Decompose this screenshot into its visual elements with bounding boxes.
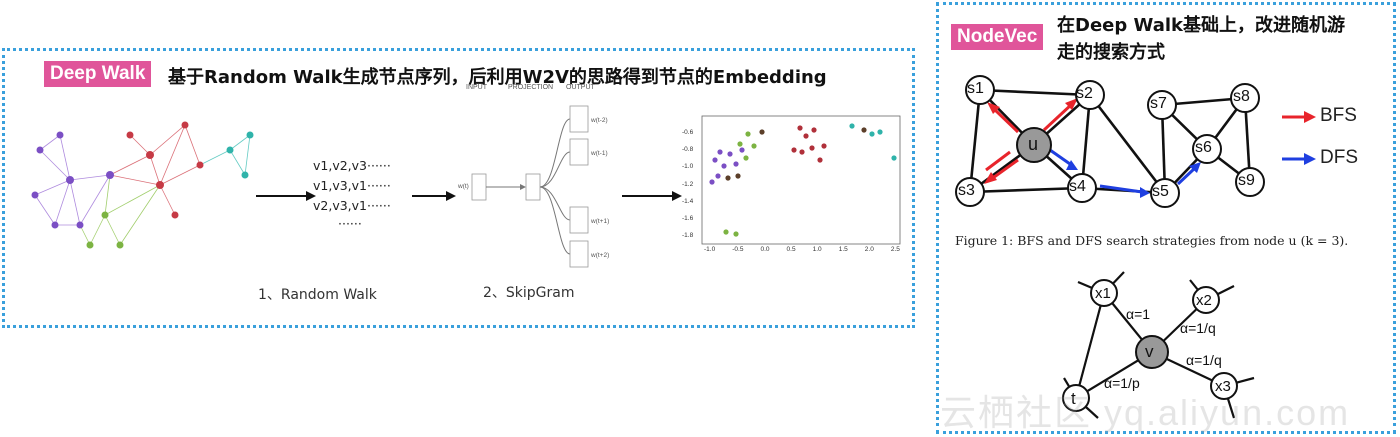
- bfs-legend-arrow-icon: [1282, 111, 1316, 123]
- node-label-s2: s2: [1076, 85, 1093, 102]
- x-tick-label: 0.0: [760, 246, 770, 253]
- bfs-legend-label: BFS: [1320, 105, 1357, 126]
- x-tick-label: 2.0: [864, 246, 874, 253]
- y-tick-label: -1.4: [682, 197, 694, 205]
- step-skipgram-label: 2、SkipGram: [483, 285, 575, 301]
- skipgram-output-node: w(t-2): [591, 117, 608, 124]
- figure-caption: Figure 1: BFS and DFS search strategies …: [955, 233, 1349, 248]
- y-tick-label: -1.2: [682, 180, 694, 188]
- node-label-s4: s4: [1069, 178, 1086, 195]
- alpha-label: α=1: [1126, 306, 1151, 322]
- dfs-legend-label: DFS: [1320, 147, 1358, 168]
- biased-walk-diagram: [1062, 271, 1255, 419]
- nodevec-panel: [936, 2, 1396, 434]
- x-tick-label: -1.0: [704, 246, 716, 253]
- scatter-y-tick-labels: -0.6 -0.8 -1.0 -1.2 -1.4 -1.6 -1.8: [682, 124, 693, 244]
- deepwalk-badge: Deep Walk: [44, 61, 152, 87]
- node-label-s9: s9: [1238, 172, 1255, 189]
- skipgram-input-node: w(t): [458, 183, 469, 190]
- network-graph-illustration: [31, 121, 254, 249]
- y-tick-label: -0.6: [682, 129, 694, 136]
- node-label-x1: x1: [1095, 285, 1111, 302]
- deepwalk-panel: [2, 48, 915, 328]
- walk-sequence: ······: [338, 216, 362, 231]
- step-random-walk-label: 1、Random Walk: [258, 287, 377, 303]
- x-tick-label: 1.5: [838, 246, 848, 253]
- nodevec-headline-line2: 走的搜索方式: [1057, 42, 1165, 63]
- x-tick-label: 0.5: [786, 246, 796, 253]
- alpha-label: α=1/q: [1186, 352, 1222, 368]
- skipgram-input-label: INPUT: [466, 84, 487, 91]
- node-label-x3: x3: [1215, 378, 1231, 395]
- walk-sequence: v1,v3,v1······: [313, 178, 391, 193]
- node-label-t: t: [1071, 389, 1076, 408]
- arrow-right-icon: [256, 191, 316, 201]
- bfs-dfs-graph: [955, 75, 1265, 208]
- skipgram-diagram: [471, 105, 589, 268]
- skipgram-output-node: w(t-1): [591, 150, 608, 157]
- x-tick-label: 2.5: [890, 246, 900, 253]
- skipgram-output-label: OUTPUT: [566, 84, 595, 91]
- alpha-label: α=1/p: [1104, 375, 1140, 391]
- x-tick-label: 1.0: [812, 246, 822, 253]
- nodevec-badge: NodeVec: [951, 24, 1044, 50]
- skipgram-projection-label: PROJECTION: [508, 84, 554, 91]
- node-label-s3: s3: [958, 182, 975, 199]
- skipgram-output-node: w(t+2): [591, 252, 610, 259]
- y-tick-label: -0.8: [682, 146, 694, 154]
- node-label-s7: s7: [1150, 95, 1167, 112]
- scatter-x-tick-labels: -1.0 -0.5 0.0 0.5 1.0 1.5 2.0 2.5: [704, 246, 900, 253]
- deepwalk-headline: 基于Random Walk生成节点序列，后利用W2V的思路得到节点的Embedd…: [168, 67, 827, 88]
- y-tick-label: -1.8: [682, 232, 694, 240]
- nodevec-headline-line1: 在Deep Walk基础上，改进随机游: [1057, 15, 1346, 36]
- y-tick-label: -1.6: [682, 215, 694, 223]
- x-tick-label: -0.5: [732, 246, 744, 253]
- walk-sequence: v1,v2,v3······: [313, 158, 391, 173]
- y-tick-label: -1.0: [682, 163, 694, 171]
- embedding-scatter-plot: [701, 115, 901, 245]
- skipgram-output-node: w(t+1): [591, 218, 610, 225]
- walk-sequence: v2,v3,v1······: [313, 198, 391, 213]
- arrow-right-icon: [622, 191, 682, 201]
- alpha-label: α=1/q: [1180, 320, 1216, 336]
- node-label-v: v: [1145, 342, 1154, 361]
- node-label-x2: x2: [1196, 292, 1212, 309]
- node-label-s6: s6: [1195, 139, 1212, 156]
- arrow-right-icon: [412, 191, 456, 201]
- dfs-legend-arrow-icon: [1282, 153, 1316, 165]
- node-label-s5: s5: [1152, 183, 1169, 200]
- node-label-s8: s8: [1233, 88, 1250, 105]
- node-label-s1: s1: [967, 80, 984, 97]
- node-label-u: u: [1028, 134, 1039, 154]
- watermark: 云栖社区 yq.aliyun.com: [940, 392, 1351, 433]
